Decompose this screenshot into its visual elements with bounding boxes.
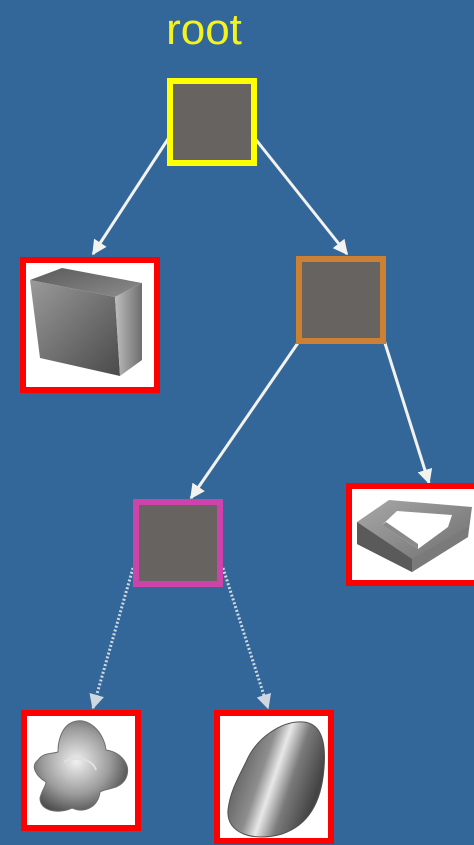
rounded-solid-icon: [227, 721, 325, 838]
leaf-node-frame: [346, 483, 474, 586]
node-internal-level2: [133, 499, 223, 587]
root-title: root: [166, 5, 242, 54]
node-internal-level1: [296, 256, 386, 344]
edge-level1-to-frame: [382, 339, 433, 485]
node-root: [167, 78, 257, 166]
rectangular-frame-icon: [357, 500, 472, 572]
edge-root-to-level1: [251, 135, 349, 256]
blob-shape-icon: [33, 720, 128, 812]
edge-level1-to-level2: [189, 339, 302, 500]
edge-root-to-cube: [91, 135, 172, 256]
leaf-node-blob: [21, 710, 141, 831]
leaf-node-rounded: [214, 710, 334, 844]
edge-level2-to-blob: [89, 567, 135, 710]
edges-group: [89, 135, 433, 710]
edge-level2-to-rounded: [221, 567, 272, 710]
leaf-node-cube: [20, 257, 160, 393]
cube-icon: [30, 268, 142, 376]
